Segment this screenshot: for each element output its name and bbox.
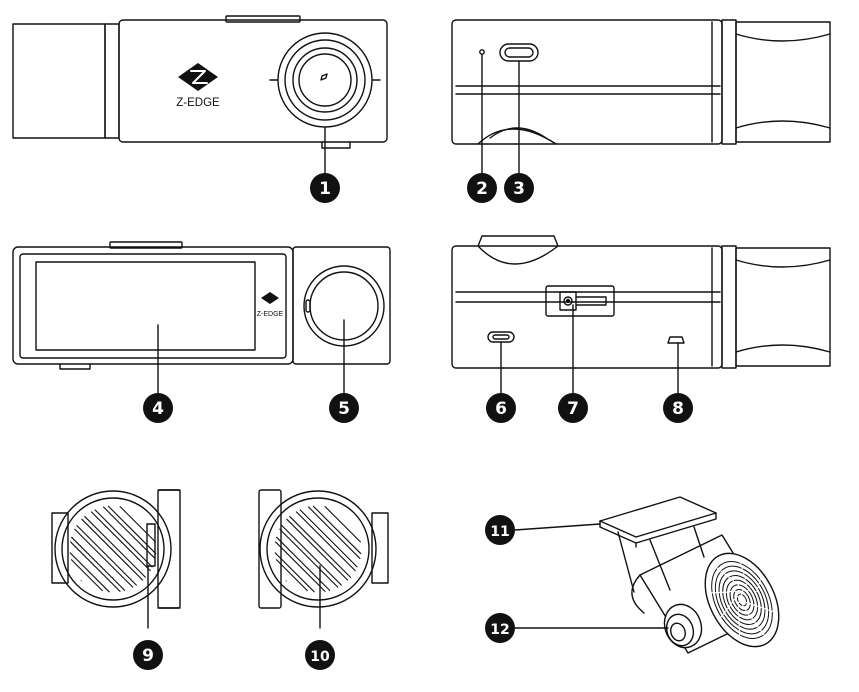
side-view-2: [259, 490, 388, 628]
callout-number: 2: [476, 179, 488, 199]
callout-8: 8: [663, 393, 693, 423]
bottom-foot: [322, 142, 350, 148]
bottom-mount-tab: [478, 236, 558, 264]
screen-bezel: [20, 254, 286, 358]
sd-slot-opening: [576, 297, 606, 305]
side2-grille: [275, 506, 361, 592]
zedge-logo: Z-EDGE: [176, 63, 220, 109]
callout-number: 3: [513, 179, 525, 199]
front-mount-collar: [105, 24, 119, 138]
mini-usb-port: [668, 337, 684, 343]
callout-number: 10: [310, 649, 330, 665]
mount-plate-top: [600, 497, 716, 537]
grille-slot-edge: [85, 517, 146, 578]
lens-ring: [285, 40, 365, 120]
side1-cap-outer: [55, 491, 171, 607]
back-view: Z-EDGE: [13, 242, 390, 393]
callout-number: 8: [672, 399, 684, 419]
zedge-logo-small: Z-EDGE: [257, 292, 284, 318]
lcd-screen: [36, 262, 255, 350]
grille-slot-edge: [309, 507, 360, 558]
callout-6: 6: [486, 393, 516, 423]
top-body: [452, 20, 722, 144]
camera-end-cap: [690, 541, 793, 659]
bottom-mount-curve-1: [736, 260, 830, 267]
bottom-mount-curve-2: [736, 345, 830, 352]
logo-mark-small: [261, 292, 279, 304]
lens-ring-inner: [293, 48, 357, 112]
side2-right-tab: [372, 513, 388, 583]
side2-cap-outer: [260, 491, 376, 607]
logo-text: Z-EDGE: [176, 97, 220, 109]
callout-number: 5: [338, 399, 350, 419]
callout-2: 2: [467, 173, 497, 203]
cylinder-back-curve: [632, 575, 644, 613]
lens-glass: [299, 54, 351, 106]
top-ridge: [226, 16, 300, 22]
callout-4: 4: [143, 393, 173, 423]
back-body: [13, 247, 293, 364]
microsd-slot: [147, 524, 155, 566]
grille-slot-edge: [70, 553, 109, 592]
usb-c-port-inner: [493, 335, 509, 339]
callout-number: 11: [490, 524, 509, 540]
front-view: Z-EDGE: [13, 16, 387, 173]
callout-5: 5: [329, 393, 359, 423]
grille-slot-edge: [277, 537, 330, 590]
reset-dot: [567, 300, 570, 303]
grille-slot-edge: [72, 537, 125, 590]
side1-right-block: [158, 490, 180, 608]
lens-reflection: [321, 74, 327, 80]
side-view-1: [52, 490, 180, 628]
callout-10: 10: [305, 640, 335, 670]
bottom-body: [452, 246, 722, 368]
callout-1: 1: [310, 173, 340, 203]
grille-slot-edge: [296, 512, 355, 571]
grille-slot-edge: [75, 529, 133, 587]
front-mount-block: [13, 24, 105, 138]
grille-slot-edge: [71, 560, 102, 591]
grille-slot-edge: [287, 519, 348, 580]
back-foot: [60, 364, 90, 369]
callout-number: 4: [152, 399, 164, 419]
top-mount-curve-2: [736, 121, 830, 128]
grille-slot-edge: [77, 526, 136, 585]
grille-slot-edge: [280, 529, 338, 587]
power-button-inner: [505, 48, 533, 57]
callout-number: 12: [490, 622, 509, 638]
top-mount-curve-1: [736, 34, 830, 41]
callout-number: 9: [142, 646, 154, 666]
callout-11: 11: [485, 515, 515, 545]
grille-slot-edge: [91, 512, 150, 571]
sd-slot-plate: [546, 286, 614, 316]
side1-block-edges: [158, 490, 180, 608]
callout-9: 9: [133, 640, 163, 670]
callout-number: 6: [495, 399, 507, 419]
grille-slot-edge: [282, 526, 341, 585]
bottom-mount-collar: [722, 246, 736, 368]
logo-text-small: Z-EDGE: [257, 311, 284, 318]
rear-cap-tab: [306, 300, 310, 312]
top-mount-collar: [722, 20, 736, 144]
callout-12: 12: [485, 613, 515, 643]
bottom-view: [452, 236, 830, 393]
usb-c-port: [488, 332, 514, 342]
grille-slot-edge: [325, 507, 360, 542]
callout-number: 1: [319, 179, 331, 199]
callout-number: 7: [567, 399, 579, 419]
microphone-hole: [480, 50, 484, 54]
callout-3: 3: [504, 173, 534, 203]
callout-7: 7: [558, 393, 588, 423]
side1-grille: [70, 506, 156, 592]
top-view: [452, 20, 830, 173]
mount-arms: [618, 527, 704, 592]
lens-outer-ring: [278, 33, 372, 127]
rear-camera-view: [515, 497, 794, 659]
grille-slot-edge: [82, 519, 143, 580]
leader-11: [515, 524, 600, 530]
